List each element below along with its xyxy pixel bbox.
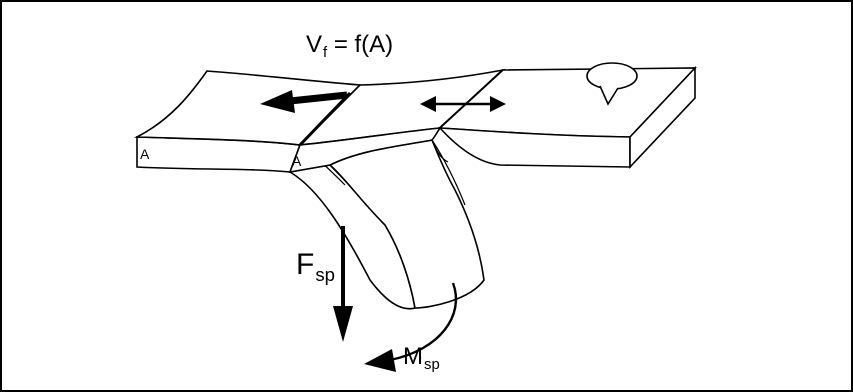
right-slab-front xyxy=(438,127,631,168)
force-arrow-head xyxy=(333,306,353,342)
point-a-side-label: A xyxy=(292,153,302,169)
left-arrow xyxy=(289,91,348,105)
middle-slab-front xyxy=(288,127,442,174)
right-slab-side xyxy=(629,65,696,170)
point-a-top-label: A xyxy=(140,146,150,162)
title-label: Vf = f(A) xyxy=(306,31,394,62)
moment-arc xyxy=(389,282,458,362)
double-arrow-left-head xyxy=(420,96,436,112)
moment-label: Msp xyxy=(403,343,440,374)
moment-arrow-head xyxy=(364,349,396,372)
left-arrow-head xyxy=(260,90,295,113)
pin-tip xyxy=(599,85,619,106)
crack-line xyxy=(298,91,352,147)
left-slab-top xyxy=(133,70,362,146)
double-arrow-right-head xyxy=(490,96,506,112)
force-label: Fsp xyxy=(296,248,335,285)
pin-head xyxy=(586,62,638,90)
middle-curve xyxy=(431,139,449,163)
